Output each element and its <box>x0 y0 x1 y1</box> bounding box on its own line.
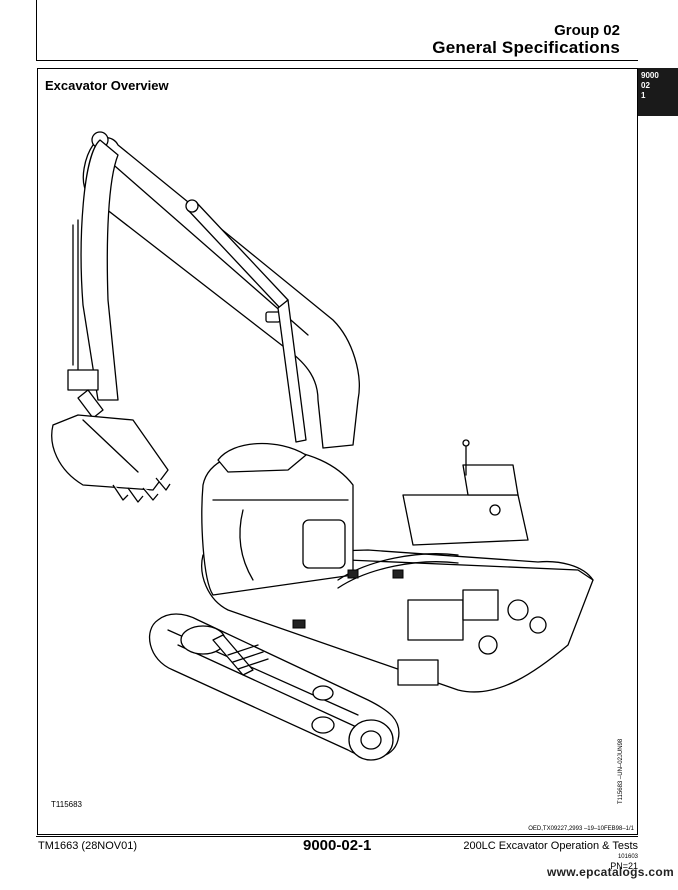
manual-id: TM1663 (28NOV01) <box>38 840 138 852</box>
excavator-drawing <box>51 131 594 761</box>
footer-small-code: 101603 <box>617 854 638 860</box>
tab-line-3: 1 <box>641 91 646 100</box>
section-tab: 9000 02 1 <box>638 68 678 116</box>
figure-code: T115683 <box>51 800 82 809</box>
page-title: General Specifications <box>432 38 620 57</box>
tab-line-1: 9000 <box>641 71 659 80</box>
figure-frame <box>37 68 638 835</box>
watermark-link[interactable]: www.epcatalogs.com <box>547 865 674 879</box>
excavator-illustration <box>38 100 636 800</box>
footer-rule <box>36 836 638 837</box>
page-number: 9000-02-1 <box>303 837 372 854</box>
header-left-rule <box>36 0 37 60</box>
group-label: Group 02 <box>554 22 620 39</box>
page-pn: PN=21 <box>610 861 638 871</box>
tab-line-2: 02 <box>641 81 650 90</box>
header-rule <box>36 60 638 61</box>
document-title: 200LC Excavator Operation & Tests <box>463 840 638 852</box>
figure-vertical-code: T115683 –UN–02JUN98 <box>618 738 624 804</box>
section-title: Excavator Overview <box>45 78 169 93</box>
figure-reference: OED,TX09227,2993 –19–10FEB98–1/1 <box>528 826 634 832</box>
